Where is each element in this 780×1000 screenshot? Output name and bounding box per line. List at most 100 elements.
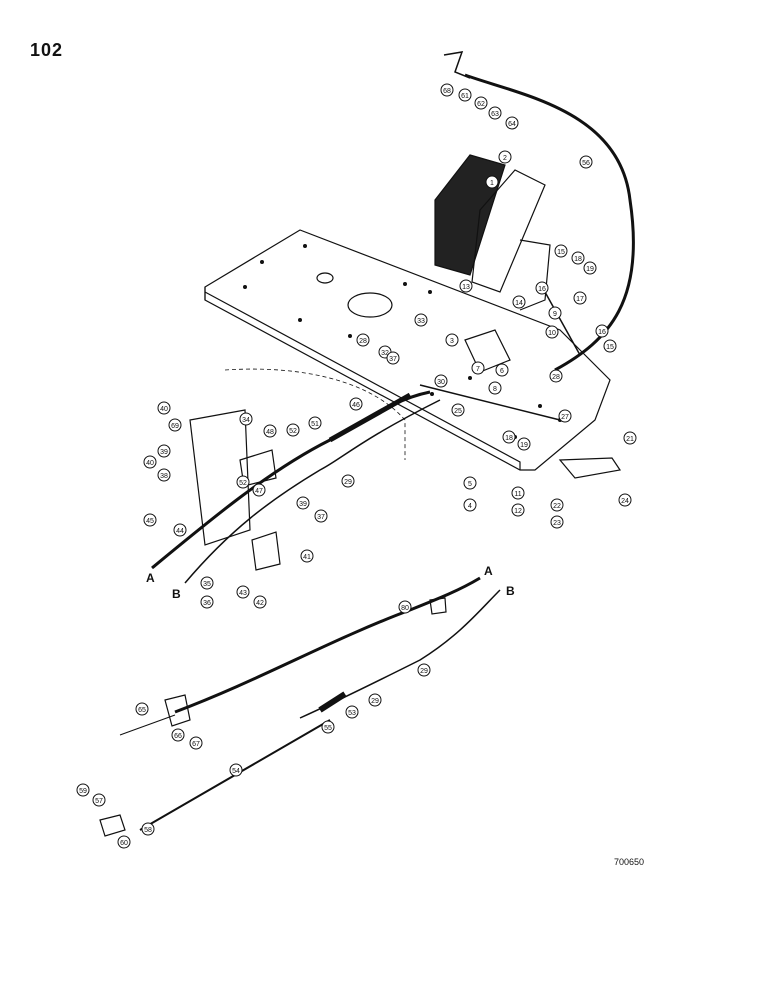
callout-52a: 52 [286,423,300,437]
callout-39b: 39 [157,444,171,458]
callout-16b: 16 [595,324,609,338]
callout-21: 21 [623,431,637,445]
callout-80: 80 [398,600,412,614]
callout-2: 2 [498,150,512,164]
svg-text:6: 6 [500,368,504,375]
callout-29b: 29 [417,663,431,677]
svg-text:24: 24 [621,498,629,505]
svg-text:52: 52 [289,428,297,435]
plate-bolt-holes [243,244,562,439]
svg-text:46: 46 [352,402,360,409]
svg-text:3: 3 [450,338,454,345]
svg-text:52: 52 [239,480,247,487]
page-number: 102 [30,40,64,60]
svg-text:5: 5 [468,481,472,488]
svg-text:80: 80 [401,605,409,612]
callout-40a: 40 [157,401,171,415]
reference-code: 700650 [614,857,645,867]
svg-text:40: 40 [160,406,168,413]
callout-5: 5 [463,476,477,490]
cable-sleeve-46 [328,392,412,443]
callout-13: 13 [459,279,473,293]
svg-text:42: 42 [256,600,264,607]
callout-8: 8 [488,381,502,395]
callout-62: 62 [474,96,488,110]
svg-text:51: 51 [311,421,319,428]
svg-text:69: 69 [171,423,179,430]
svg-text:14: 14 [515,300,523,307]
hanger-bracket-lower [251,531,281,571]
svg-text:44: 44 [176,528,184,535]
svg-text:38: 38 [160,473,168,480]
clevis-60 [99,814,126,837]
callout-17: 17 [573,291,587,305]
plate-hole-large [347,292,393,318]
cable-a [151,390,431,570]
callout-66: 66 [171,728,185,742]
callout-18a: 18 [571,251,585,265]
callout-38: 38 [157,468,171,482]
callout-35: 35 [200,576,214,590]
callout-24: 24 [618,493,632,507]
callout-46: 46 [349,397,363,411]
svg-text:11: 11 [514,491,521,498]
pedal-bracket [519,239,551,311]
callout-28a: 28 [549,369,563,383]
callout-51: 51 [308,416,322,430]
bracket-21 [558,457,622,479]
left-bracket-plate [189,409,251,546]
sleeve-53 [318,691,347,713]
svg-text:29: 29 [420,668,428,675]
callout-29a: 29 [341,474,355,488]
svg-text:7: 7 [476,366,480,373]
svg-text:17: 17 [576,296,584,303]
throttle-knob [443,51,471,79]
svg-text:29: 29 [344,479,352,486]
callout-25: 25 [451,403,465,417]
svg-text:12: 12 [514,508,522,515]
svg-text:48: 48 [266,429,274,436]
svg-text:57: 57 [95,798,103,805]
callout-55: 55 [321,720,335,734]
svg-text:41: 41 [303,554,311,561]
callout-29c: 29 [368,693,382,707]
pedal-arm [471,169,546,293]
svg-text:28: 28 [552,374,560,381]
callout-41: 41 [300,549,314,563]
callout-67: 67 [189,736,203,750]
svg-text:21: 21 [626,436,634,443]
svg-text:39: 39 [299,501,307,508]
cable-letter-b-lower: B [506,584,515,598]
rod-77 [544,291,581,356]
svg-text:25: 25 [454,408,462,415]
svg-text:2: 2 [503,155,507,162]
svg-text:4: 4 [468,503,472,510]
svg-text:60: 60 [120,840,128,847]
callout-14: 14 [512,295,526,309]
svg-text:16: 16 [538,286,546,293]
callout-42: 42 [253,595,267,609]
callout-48: 48 [263,424,277,438]
callout-10: 10 [545,325,559,339]
callout-58: 58 [141,822,155,836]
callout-11: 11 [511,486,525,500]
svg-text:61: 61 [461,93,469,100]
callout-60: 60 [117,835,131,849]
callout-65: 65 [135,702,149,716]
cable-b [184,399,441,584]
linkage-rod [419,384,561,421]
callout-23: 23 [550,515,564,529]
svg-text:28: 28 [359,338,367,345]
cable-letter-layer: A B A B [146,564,515,601]
callout-59: 59 [76,783,90,797]
callout-19a: 19 [583,261,597,275]
callout-45: 45 [143,513,157,527]
cable-letter-b: B [172,587,181,601]
callout-40b: 40 [143,455,157,469]
floor-plate [204,229,611,471]
callout-1: 1 [485,175,499,189]
callout-56: 56 [579,155,593,169]
svg-text:36: 36 [203,600,211,607]
svg-text:33: 33 [417,318,425,325]
